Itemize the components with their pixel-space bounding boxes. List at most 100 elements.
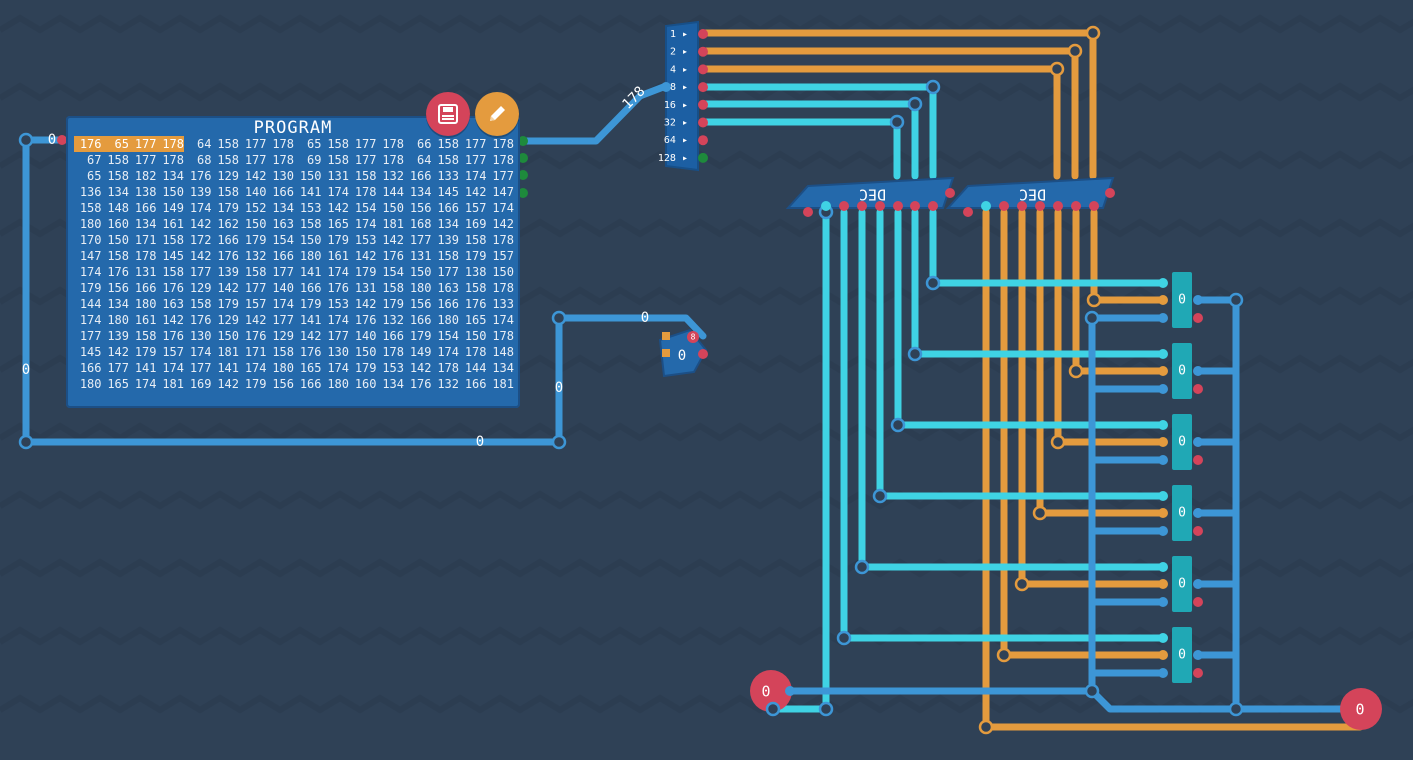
wire-junction [1049, 61, 1065, 77]
register-body[interactable] [1172, 627, 1192, 683]
register-pin [1158, 366, 1168, 376]
counter-indicator [662, 332, 670, 340]
program-cell: 176 [244, 329, 267, 343]
register-pin [1158, 508, 1168, 518]
program-cell: 174 [492, 313, 514, 327]
program-cell: 178 [354, 185, 377, 199]
program-cell: 129 [217, 169, 239, 183]
register-0[interactable] [1172, 272, 1192, 328]
program-cell: 178 [492, 153, 514, 167]
input-left[interactable] [750, 670, 792, 712]
program-cell: 166 [299, 281, 322, 295]
program-cell: 158 [327, 137, 349, 151]
program-cell: 181 [162, 377, 184, 391]
program-cell: 178 [134, 249, 157, 263]
decoder-orange-out-1 [1000, 208, 1167, 659]
program-cell: 131 [134, 265, 157, 279]
program-cell: 158 [327, 153, 349, 167]
register-body[interactable] [1172, 343, 1192, 399]
program-cell: 141 [299, 185, 322, 199]
wire-junction [1067, 43, 1083, 59]
register-body[interactable] [1172, 485, 1192, 541]
bit-splitter[interactable] [665, 20, 699, 172]
program-cell: 160 [107, 217, 129, 231]
wire-junction [765, 701, 781, 717]
program-cell: 142 [464, 185, 487, 199]
register-2[interactable] [1172, 414, 1192, 470]
program-cell: 149 [409, 345, 432, 359]
program-cell: 158 [217, 137, 239, 151]
register-5[interactable] [1172, 627, 1192, 683]
decoder-output-pin [857, 201, 867, 211]
program-cell: 147 [79, 249, 102, 263]
program-cell: 158 [107, 169, 129, 183]
program-cell: 157 [244, 297, 267, 311]
register-4[interactable] [1172, 556, 1192, 612]
program-cell: 139 [217, 265, 239, 279]
program-cell: 165 [107, 377, 129, 391]
program-cell: 131 [354, 281, 377, 295]
decoder-output-pin [875, 201, 885, 211]
program-cell: 174 [79, 313, 102, 327]
register-pin [1193, 668, 1203, 678]
wire-junction [1084, 310, 1100, 326]
program-cell: 142 [354, 297, 377, 311]
register-3[interactable] [1172, 485, 1192, 541]
register-body[interactable] [1172, 556, 1192, 612]
program-cell: 177 [492, 169, 514, 183]
register-1[interactable] [1172, 343, 1192, 399]
output-right[interactable] [1340, 688, 1382, 730]
program-cell: 163 [162, 297, 184, 311]
program-cell: 174 [492, 201, 514, 215]
splitter-bit-label: 64 ▸ [664, 135, 688, 146]
program-cell: 158 [162, 233, 184, 247]
program-cell: 181 [217, 345, 239, 359]
wire-junction [551, 434, 567, 450]
wire-value-label: 0 [22, 362, 30, 378]
program-cell: 138 [134, 185, 157, 199]
register-value: 0 [1178, 648, 1186, 663]
program-cell: 177 [272, 313, 294, 327]
wire-junction [854, 559, 870, 575]
program-cell: 148 [492, 345, 514, 359]
decoder-output-pin [999, 201, 1009, 211]
program-cell: 158 [464, 281, 487, 295]
save-icon [438, 104, 458, 124]
component-group[interactable] [658, 20, 1382, 730]
edit-button[interactable] [475, 92, 519, 136]
register-body[interactable] [1172, 414, 1192, 470]
program-cell: 177 [244, 153, 267, 167]
program-cell: 150 [162, 185, 184, 199]
pencil-icon [490, 106, 505, 121]
program-cell: 130 [189, 329, 212, 343]
program-cell: 177 [107, 361, 129, 375]
program-cell: 176 [107, 265, 129, 279]
decoder-right[interactable] [945, 176, 1115, 209]
program-cell: 154 [354, 201, 377, 215]
splitter-input-pin [661, 82, 671, 92]
program-cell: 150 [464, 329, 487, 343]
program-cell: 142 [107, 345, 129, 359]
register-pin [1193, 579, 1203, 589]
program-cell: 158 [437, 137, 459, 151]
program-cell: 145 [79, 345, 102, 359]
bit16-wire [699, 100, 919, 180]
register-value: 0 [1178, 577, 1186, 592]
save-button[interactable] [426, 92, 470, 136]
decoder-output-pin [821, 201, 831, 211]
program-cell: 169 [464, 217, 487, 231]
register-body[interactable] [1172, 272, 1192, 328]
wire-junction [890, 417, 906, 433]
decoder-right-label: DEC [1019, 186, 1046, 204]
program-cell: 132 [382, 313, 404, 327]
program-cell: 166 [464, 377, 487, 391]
decoder-left[interactable] [785, 176, 955, 209]
program-cell: 158 [107, 153, 129, 167]
program-cell: 141 [217, 361, 239, 375]
program-cell: 163 [437, 281, 459, 295]
